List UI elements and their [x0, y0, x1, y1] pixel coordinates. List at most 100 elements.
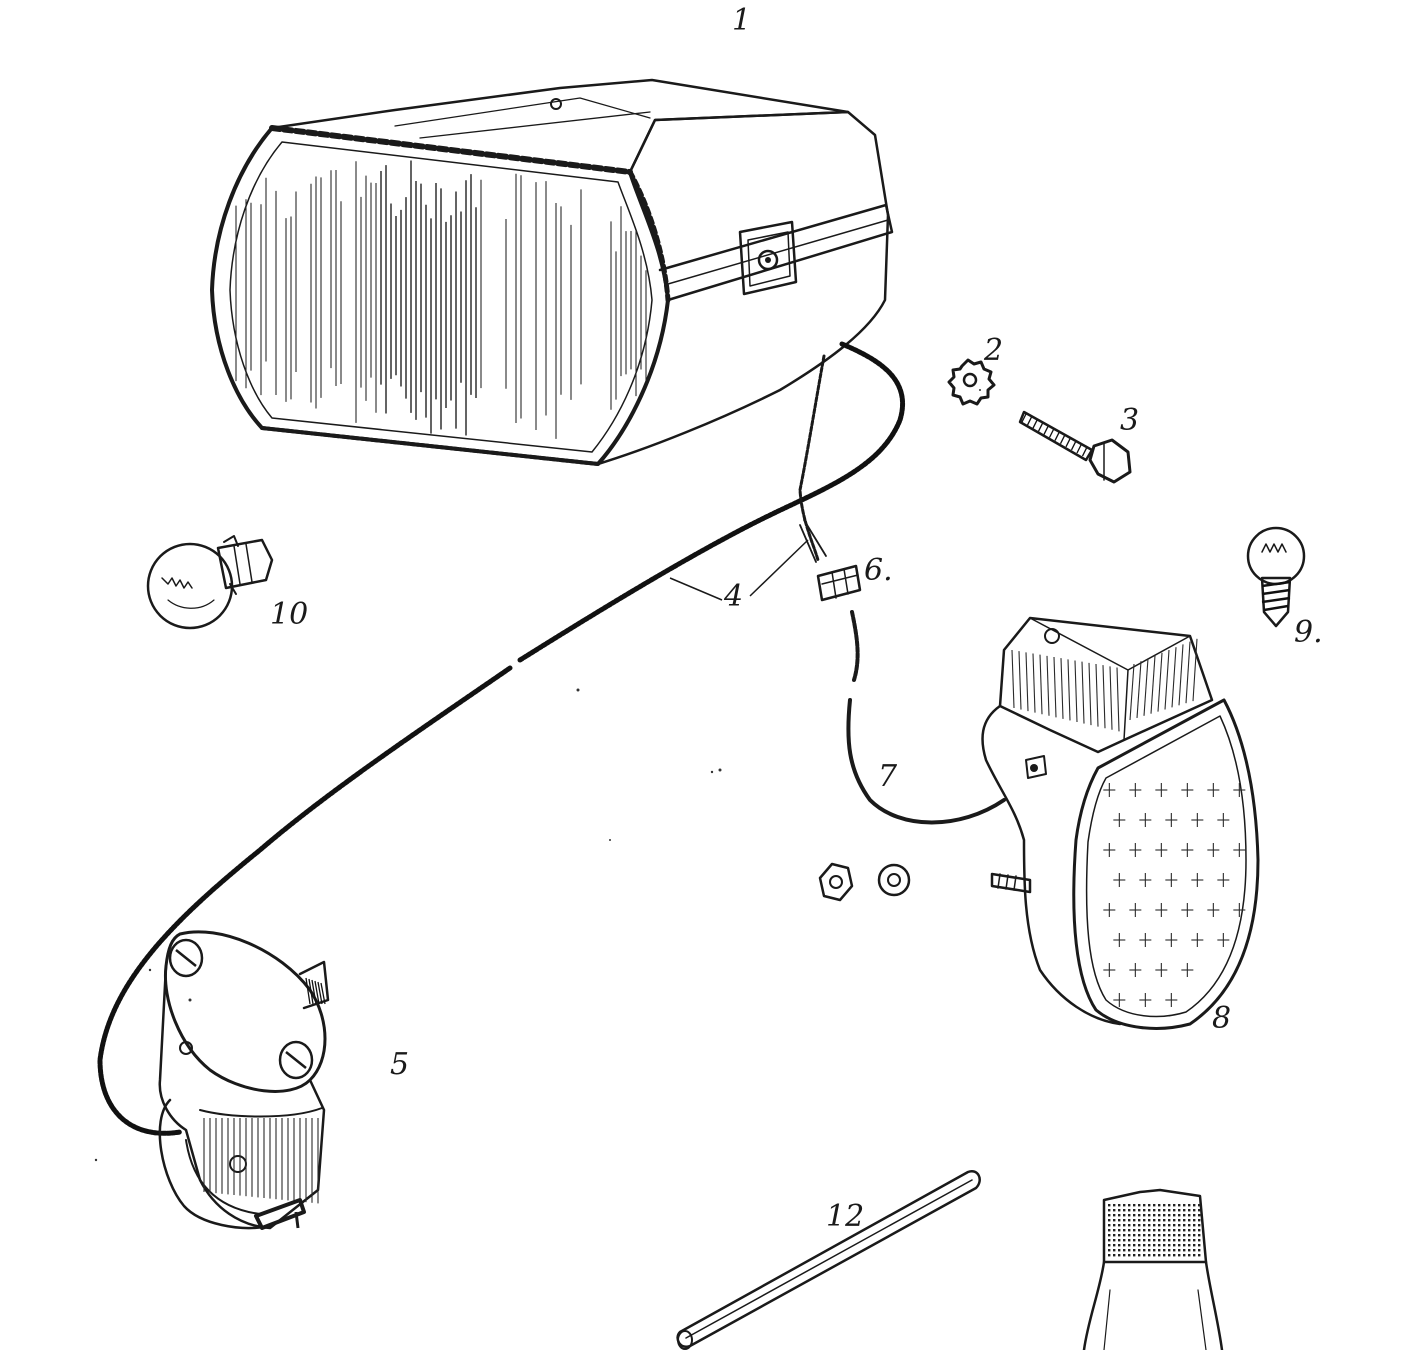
knurl-dot [1113, 1239, 1116, 1242]
nut-left [818, 862, 854, 902]
knurl-dot [1193, 1214, 1196, 1217]
knurl-dot [1143, 1214, 1146, 1217]
knurl-dot [1133, 1219, 1136, 1222]
label-part-9: 9. [1294, 615, 1323, 650]
hatch-line [1048, 429, 1055, 438]
knurl-dot [1158, 1244, 1161, 1247]
knurl-dot [1148, 1254, 1151, 1257]
knurl-dot [1133, 1214, 1136, 1217]
knurl-dot [1108, 1224, 1111, 1227]
wire-harness-part-4 [97, 341, 905, 1136]
paper-specks [94, 389, 981, 1162]
label-part-2: 2 [983, 333, 1003, 368]
knurl-dot [1128, 1244, 1131, 1247]
knurl-dot [1198, 1249, 1201, 1252]
knurl-dot [1108, 1209, 1111, 1212]
knurl-dot [1193, 1239, 1196, 1242]
knurl-dot [1188, 1244, 1191, 1247]
hatch-line [1054, 432, 1060, 441]
knurl-dot [1138, 1224, 1141, 1227]
knurl-dot [1133, 1254, 1136, 1257]
knurl-dot [1138, 1234, 1141, 1237]
knurl-dot [1193, 1229, 1196, 1232]
knurl-dot [1138, 1209, 1141, 1212]
knurl-dot [1163, 1229, 1166, 1232]
hatch-line [1136, 661, 1142, 718]
hatch-line [1060, 658, 1064, 719]
knurl-dot [1178, 1244, 1181, 1247]
knurl-dot [1183, 1224, 1186, 1227]
hatch-line [1032, 653, 1036, 713]
knurl-dot [1118, 1234, 1121, 1237]
knurl-dot [1138, 1229, 1141, 1232]
knurl-dot [1123, 1244, 1126, 1247]
hatch-line [311, 979, 317, 1005]
knurl-dot [1193, 1204, 1196, 1207]
knurl-dot [1178, 1224, 1181, 1227]
knurl-dot [1193, 1254, 1196, 1257]
knurl-dot [1153, 1244, 1156, 1247]
rod-part-12 [676, 1169, 981, 1350]
knurl-dot [1158, 1249, 1161, 1252]
knurl-dot [1163, 1244, 1166, 1247]
knurl-dot [1133, 1204, 1136, 1207]
hatch-line [1043, 426, 1049, 435]
knurl-dot [1183, 1214, 1186, 1217]
hatch-line [314, 980, 320, 1005]
knurl-dot [1183, 1249, 1186, 1252]
knurl-dot [1128, 1229, 1131, 1232]
knurl-dot [1178, 1239, 1181, 1242]
knurl-dot [1183, 1239, 1186, 1242]
knurl-dot [1143, 1254, 1146, 1257]
label-part-6: 6. [864, 553, 893, 588]
label-part-4: 4 [723, 579, 743, 614]
knurl-dot [1198, 1219, 1201, 1222]
knurl-dot [1173, 1209, 1176, 1212]
knurl-dot [1163, 1209, 1166, 1212]
knurl-dot [1168, 1204, 1171, 1207]
hatch-line [320, 982, 326, 1005]
knurl-dot [1153, 1214, 1156, 1217]
knurl-dot [1143, 1204, 1146, 1207]
knurl-dot [1173, 1224, 1176, 1227]
knurl-dot [1178, 1209, 1181, 1212]
knurl-dot [1163, 1219, 1166, 1222]
knurl-dot [1173, 1204, 1176, 1207]
hatch-line [1171, 647, 1177, 708]
bottle-part-11 [1082, 1188, 1224, 1350]
knurl-dot [1133, 1244, 1136, 1247]
hatch-line [1164, 649, 1170, 710]
hatch-line [1150, 655, 1156, 714]
knurl-dot [1143, 1224, 1146, 1227]
knurl-dot [1183, 1219, 1186, 1222]
knurl-dot [1193, 1209, 1196, 1212]
knurl-dot [1168, 1234, 1171, 1237]
bulb-part-10 [146, 535, 274, 630]
knurl-dot [1188, 1204, 1191, 1207]
knurl-dot [1158, 1204, 1161, 1207]
knurl-dot [1118, 1209, 1121, 1212]
knurl-dot [1193, 1249, 1196, 1252]
knurl-dot [1133, 1224, 1136, 1227]
knurl-dot [1173, 1219, 1176, 1222]
knurl-dot [1198, 1234, 1201, 1237]
knurl-dot [1158, 1239, 1161, 1242]
knurl-dot [1123, 1249, 1126, 1252]
knurl-dot [1143, 1229, 1146, 1232]
knurl-dot [1173, 1234, 1176, 1237]
knurl-dot [1158, 1254, 1161, 1257]
headlamp-part-1 [210, 78, 894, 466]
knurl-dot [1173, 1254, 1176, 1257]
knurl-dot [1183, 1229, 1186, 1232]
knurl-dot [1173, 1249, 1176, 1252]
knurl-dot [1173, 1239, 1176, 1242]
knurl-dot [1118, 1219, 1121, 1222]
hatch-line [1053, 656, 1057, 718]
knurl-dot [1198, 1239, 1201, 1242]
hatch-line [1116, 667, 1120, 732]
knurl-dot [1108, 1204, 1111, 1207]
label-part-7: 7 [878, 759, 898, 794]
knurl-dot [1178, 1219, 1181, 1222]
hatch-line [1157, 652, 1163, 712]
knurl-dot [1158, 1214, 1161, 1217]
